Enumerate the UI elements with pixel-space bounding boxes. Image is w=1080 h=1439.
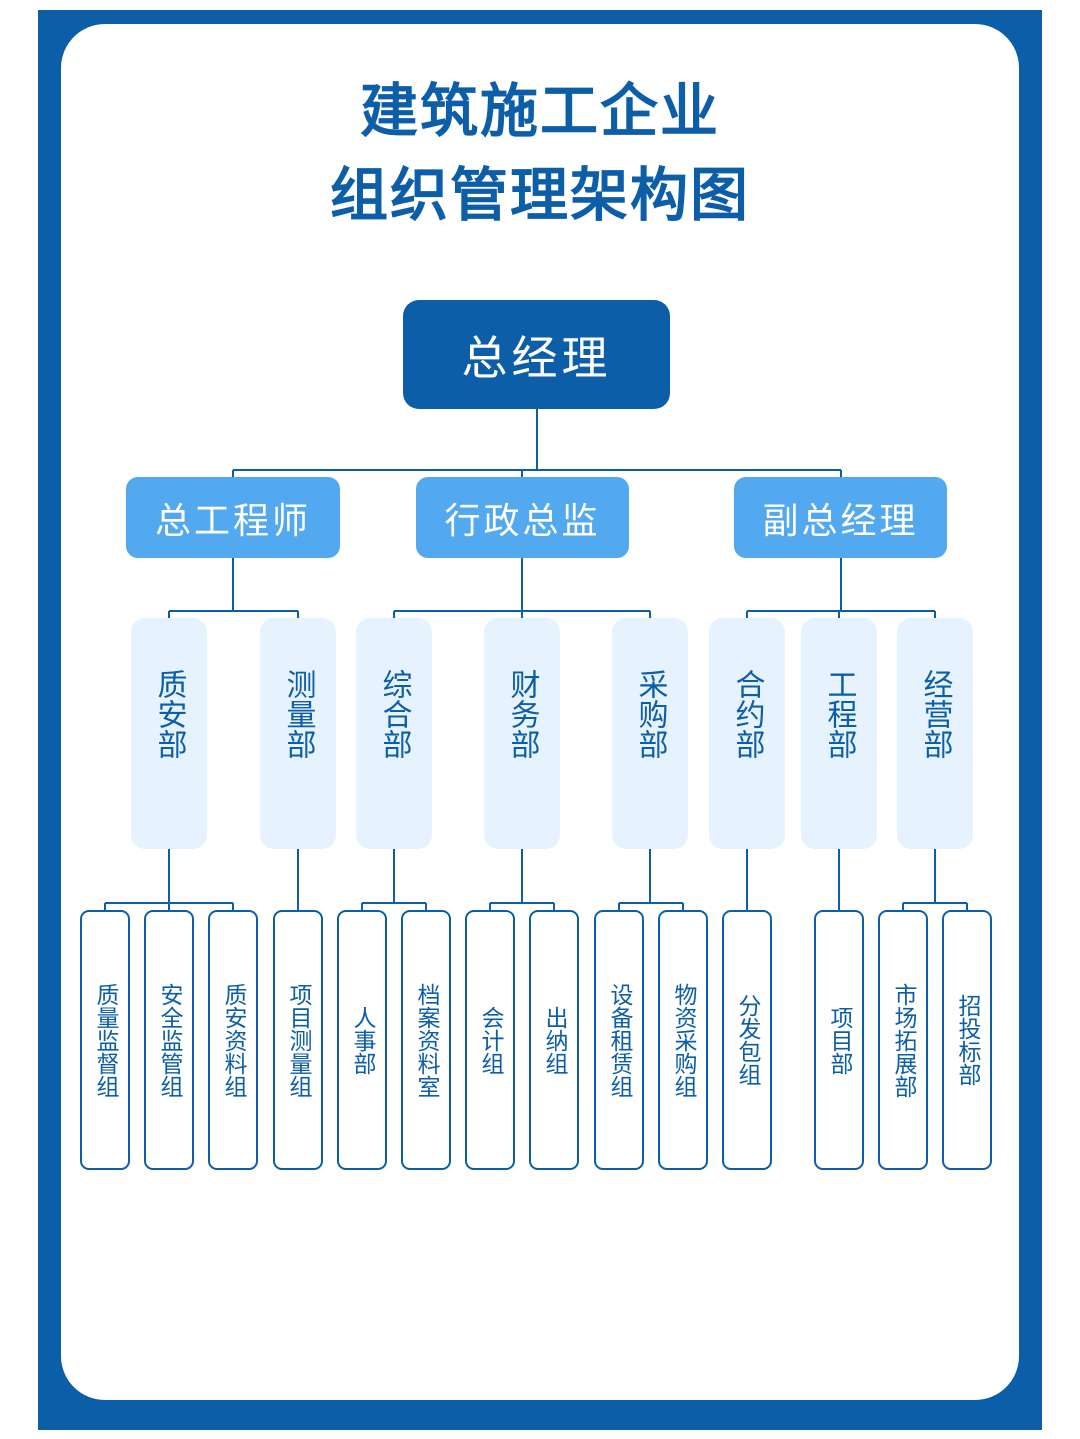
node-quality-safety-records-group: 质安资料组	[208, 910, 258, 1170]
title-line-1: 建筑施工企业	[359, 77, 720, 145]
node-engineering-dept: 工程部	[801, 618, 877, 849]
node-bidding-dept: 招投标部	[942, 910, 992, 1170]
node-finance-dept: 财务部	[484, 618, 560, 849]
node-chief-engineer: 总工程师	[126, 477, 340, 558]
node-hr-dept: 人事部	[337, 910, 387, 1170]
node-quality-supervision-group: 质量监督组	[80, 910, 130, 1170]
node-contract-dept: 合约部	[709, 618, 785, 849]
node-subcontract-group: 分发包组	[722, 910, 772, 1170]
node-market-expansion-dept: 市场拓展部	[878, 910, 928, 1170]
node-project-survey-group: 项目测量组	[273, 910, 323, 1170]
node-deputy-general-manager: 副总经理	[734, 477, 947, 558]
node-survey-dept: 测量部	[260, 618, 336, 849]
node-general-affairs-dept: 综合部	[356, 618, 432, 849]
node-quality-safety-dept: 质安部	[131, 618, 207, 849]
node-procurement-dept: 采购部	[612, 618, 688, 849]
node-business-dept: 经营部	[897, 618, 973, 849]
node-archives-room: 档案资料室	[401, 910, 451, 1170]
node-admin-director: 行政总监	[416, 477, 629, 558]
node-project-dept: 项目部	[814, 910, 864, 1170]
node-accounting-group: 会计组	[465, 910, 515, 1170]
node-general-manager: 总经理	[403, 300, 670, 409]
node-material-procurement-group: 物资采购组	[658, 910, 708, 1170]
node-safety-supervision-group: 安全监管组	[144, 910, 194, 1170]
node-cashier-group: 出纳组	[529, 910, 579, 1170]
title-line-2: 组织管理架构图	[329, 161, 750, 229]
node-equipment-leasing-group: 设备租赁组	[594, 910, 644, 1170]
